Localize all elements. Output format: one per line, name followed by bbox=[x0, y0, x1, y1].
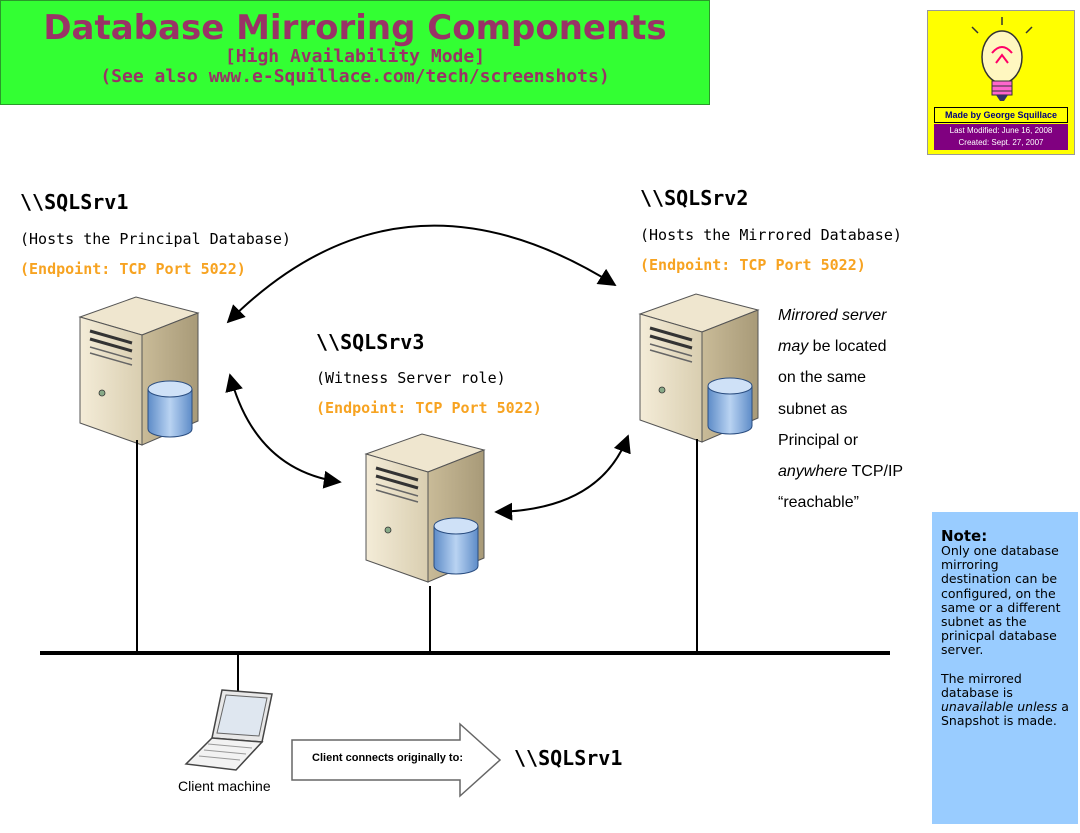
made-by-label: Made by George Squillace bbox=[934, 107, 1068, 123]
note-box: Note: Only one database mirroring destin… bbox=[932, 512, 1078, 824]
page-subtitle: [High Availability Mode] bbox=[224, 46, 486, 67]
server-sqlsrv1-icon bbox=[78, 295, 200, 447]
client-connect-target: \\SQLSrv1 bbox=[514, 746, 623, 770]
mirror-note-line3: on the same bbox=[778, 369, 867, 387]
sqlsrv3-endpoint: (Endpoint: TCP Port 5022) bbox=[316, 399, 542, 417]
sqlsrv2-role: (Hosts the Mirrored Database) bbox=[640, 226, 902, 244]
connect-arrow bbox=[291, 722, 502, 798]
note-title: Note: bbox=[941, 527, 988, 545]
note-p2-start: The mirrored database is bbox=[941, 670, 1022, 700]
lightbulb-icon bbox=[971, 17, 1033, 101]
principal-mirror-arrow bbox=[226, 224, 617, 324]
sqlsrv2-name: \\SQLSrv2 bbox=[640, 186, 749, 210]
last-modified-text: Last Modified: June 16, 2008 bbox=[949, 126, 1053, 135]
sqlsrv3-role: (Witness Server role) bbox=[316, 369, 506, 387]
note-p2-end: a Snapshot is made. bbox=[941, 699, 1069, 729]
sqlsrv3-name: \\SQLSrv3 bbox=[316, 330, 425, 354]
sqlsrv1-role: (Hosts the Principal Database) bbox=[20, 230, 291, 248]
mirror-note-line2: be located bbox=[808, 338, 887, 356]
note-paragraph-2: The mirrored database is unavailable unl… bbox=[941, 670, 1072, 729]
mirror-note-line6: TCP/IP bbox=[847, 463, 904, 481]
sqlsrv1-endpoint: (Endpoint: TCP Port 5022) bbox=[20, 260, 246, 278]
principal-witness-arrow bbox=[225, 373, 342, 489]
sqlsrv2-endpoint: (Endpoint: TCP Port 5022) bbox=[640, 256, 866, 274]
note-paragraph-1: Only one database mirroring destination … bbox=[941, 543, 1061, 658]
mirror-note-em-may: may bbox=[778, 338, 809, 356]
page-title: Database Mirroring Components bbox=[43, 8, 667, 48]
mirror-note-line5: Principal or bbox=[778, 431, 859, 449]
mirror-location-note: Mirrored server may be located on the sa… bbox=[778, 300, 938, 518]
server-sqlsrv2-icon bbox=[638, 292, 760, 444]
author-badge: Made by George Squillace Last Modified: … bbox=[927, 10, 1075, 155]
client-connect-label: Client connects originally to: bbox=[312, 752, 463, 764]
mirror-note-line7: “reachable” bbox=[778, 494, 859, 512]
created-text: Created: Sept. 27, 2007 bbox=[958, 138, 1044, 147]
server-sqlsrv3-icon bbox=[364, 432, 486, 584]
see-also-text: (See also www.e-Squillace.com/tech/scree… bbox=[100, 66, 610, 87]
title-banner: Database Mirroring Components [High Avai… bbox=[0, 0, 710, 105]
mirror-note-line1: Mirrored server bbox=[778, 307, 887, 324]
note-p2-emphasis: unavailable unless bbox=[941, 699, 1058, 715]
mirror-witness-arrow bbox=[494, 434, 631, 521]
sqlsrv1-name: \\SQLSrv1 bbox=[20, 190, 129, 214]
client-machine-label: Client machine bbox=[178, 778, 271, 794]
laptop-icon bbox=[184, 689, 273, 771]
mirror-note-line4: subnet as bbox=[778, 400, 848, 418]
mirror-note-em-anywhere: anywhere bbox=[778, 463, 848, 481]
badge-dates: Last Modified: June 16, 2008 Created: Se… bbox=[934, 124, 1068, 150]
